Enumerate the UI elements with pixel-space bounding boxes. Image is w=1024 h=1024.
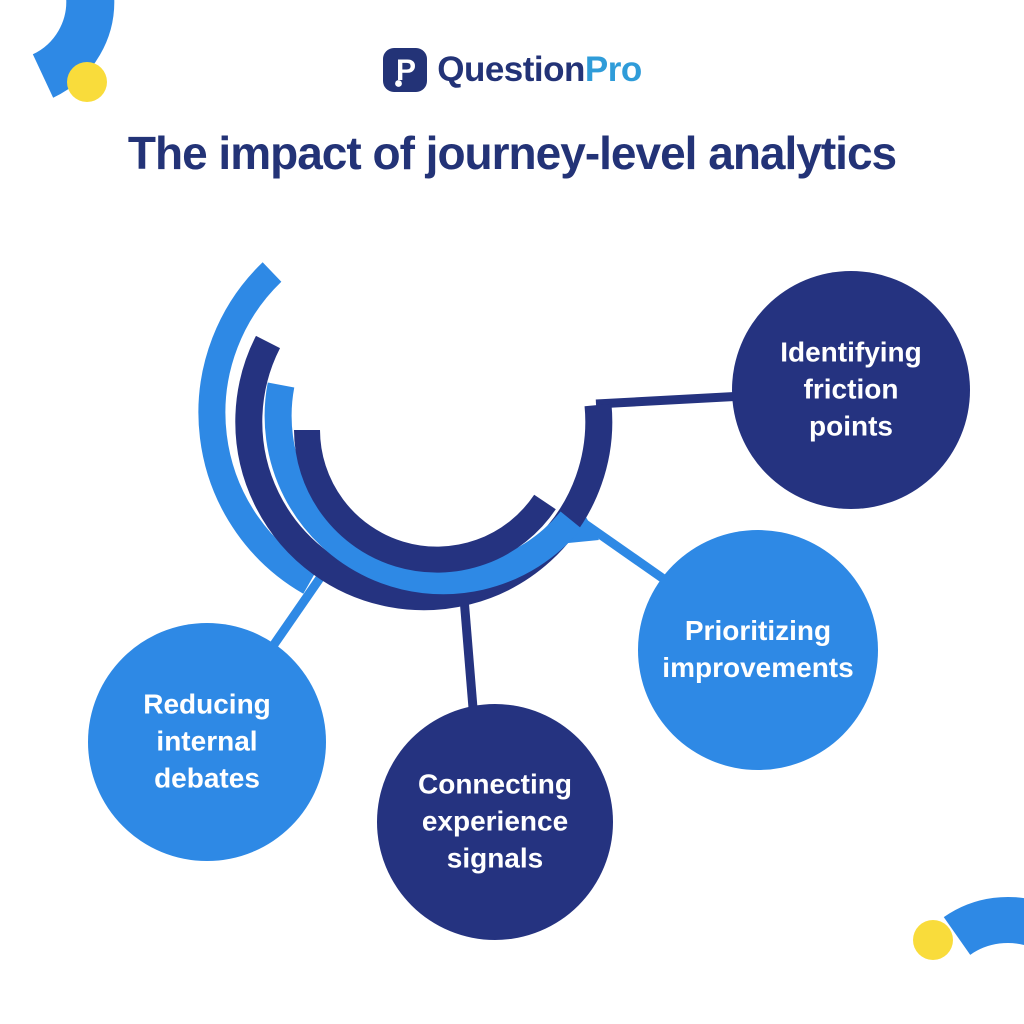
node-circle-identifying-friction-points xyxy=(732,271,970,509)
questionpro-logo: P QuestionPro xyxy=(0,46,1024,94)
yellow-dot-top-left xyxy=(67,62,107,102)
logo-glyph-p: P xyxy=(396,54,416,87)
logo-mark-background xyxy=(383,48,428,92)
connector-connecting xyxy=(459,597,478,709)
corner-ring-bottom-right xyxy=(943,897,1024,956)
node-circle-prioritizing-improvements xyxy=(638,530,878,770)
node-label-connecting-experience-signals: Connecting experience signals xyxy=(418,768,572,874)
logo-wordmark-question: Question xyxy=(437,50,585,89)
node-label-prioritizing-improvements: Prioritizing improvements xyxy=(662,615,854,683)
node-circle-reducing-internal-debates xyxy=(88,623,326,861)
arc-outer-blue xyxy=(198,262,317,594)
arc-inner-navy xyxy=(294,429,556,573)
corner-ring-top-left xyxy=(31,0,115,98)
connector-reducing xyxy=(269,575,324,649)
page-title: The impact of journey-level analytics xyxy=(127,127,897,179)
arc-inner-blue xyxy=(264,382,582,595)
logo-wordmark-pro: Pro xyxy=(584,50,642,89)
arc-main-navy xyxy=(235,335,613,611)
logo-wordmark: QuestionPro xyxy=(437,47,642,93)
node-circle-connecting-experience-signals xyxy=(377,704,613,940)
logo-glyph-dot xyxy=(395,80,403,87)
yellow-dot-bottom-right xyxy=(913,920,953,960)
node-label-reducing-internal-debates: Reducing internal debates xyxy=(143,688,271,794)
connector-identifying xyxy=(595,391,745,409)
questionpro-logo-mark-icon: P xyxy=(383,48,428,92)
node-label-identifying-friction-points: Identifying friction points xyxy=(780,336,922,442)
